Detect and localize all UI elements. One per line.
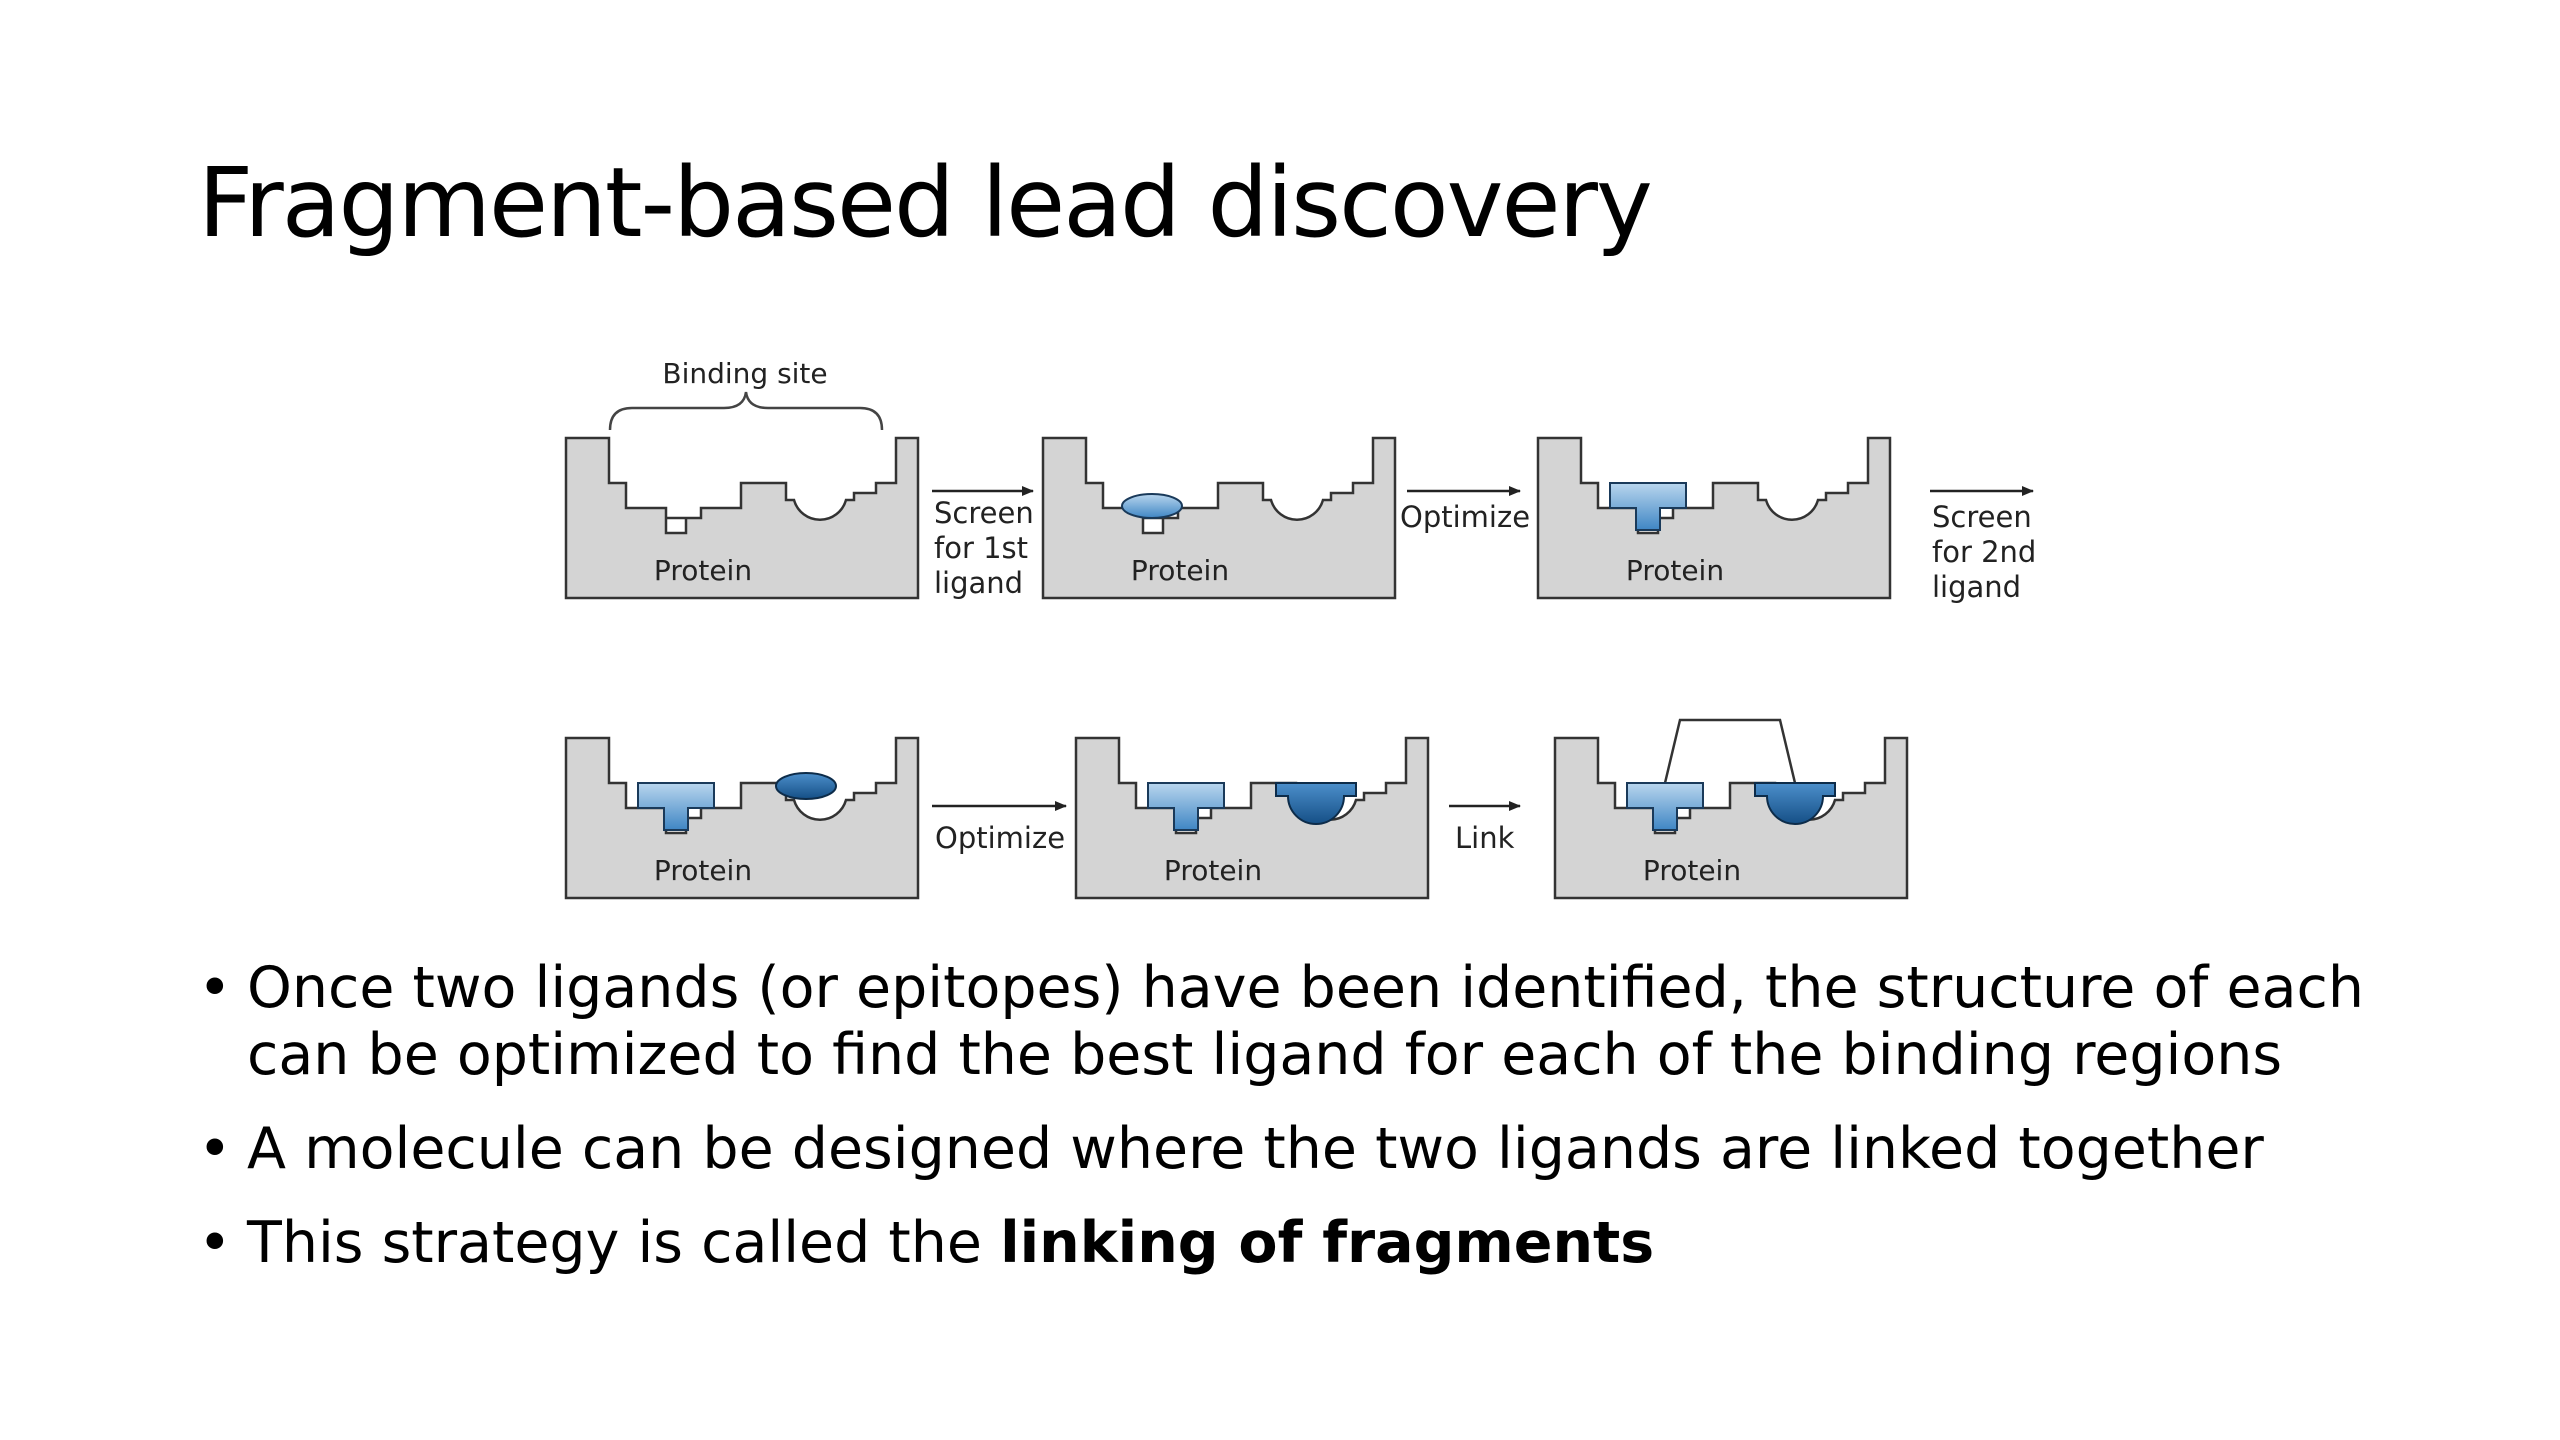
protein-block-1: Protein <box>566 438 918 598</box>
bullet-text: This strategy is called the <box>247 1210 1000 1276</box>
step-label-optimize-1: Optimize <box>1400 500 1530 534</box>
bullet-text: A molecule can be designed where the two… <box>247 1116 2264 1182</box>
binding-site-label: Binding site <box>662 357 827 390</box>
step-label-link: Link <box>1455 821 1515 855</box>
protein-block-6: Protein <box>1555 720 1907 898</box>
protein-label: Protein <box>1164 854 1262 887</box>
protein-label: Protein <box>654 854 752 887</box>
protein-block-5: Protein <box>1076 738 1428 898</box>
protein-label: Protein <box>1626 554 1724 587</box>
step-label-optimize-2: Optimize <box>935 821 1065 855</box>
bullet-item: A molecule can be designed where the two… <box>198 1116 2438 1183</box>
bullet-text: Once two ligands (or epitopes) have been… <box>247 955 2364 1088</box>
ligand-2 <box>776 773 836 799</box>
protein-block-3: Protein <box>1538 438 1890 598</box>
protein-label: Protein <box>1643 854 1741 887</box>
linker <box>1665 720 1795 783</box>
protein-label: Protein <box>654 554 752 587</box>
bullet-item: This strategy is called the linking of f… <box>198 1210 2438 1277</box>
bullet-list: Once two ligands (or epitopes) have been… <box>198 955 2438 1304</box>
protein-block-2: Protein <box>1043 438 1395 598</box>
protein-label: Protein <box>1131 554 1229 587</box>
protein-block-4: Protein <box>566 738 918 898</box>
step-label-screen-1st: Screen for 1st ligand <box>934 496 1043 600</box>
bullet-bold-term: linking of fragments <box>1000 1210 1654 1276</box>
step-label-screen-2nd: Screen for 2nd ligand <box>1932 500 2046 604</box>
bullet-item: Once two ligands (or epitopes) have been… <box>198 955 2438 1089</box>
binding-site-brace <box>610 392 882 430</box>
ligand-1 <box>1122 494 1182 518</box>
